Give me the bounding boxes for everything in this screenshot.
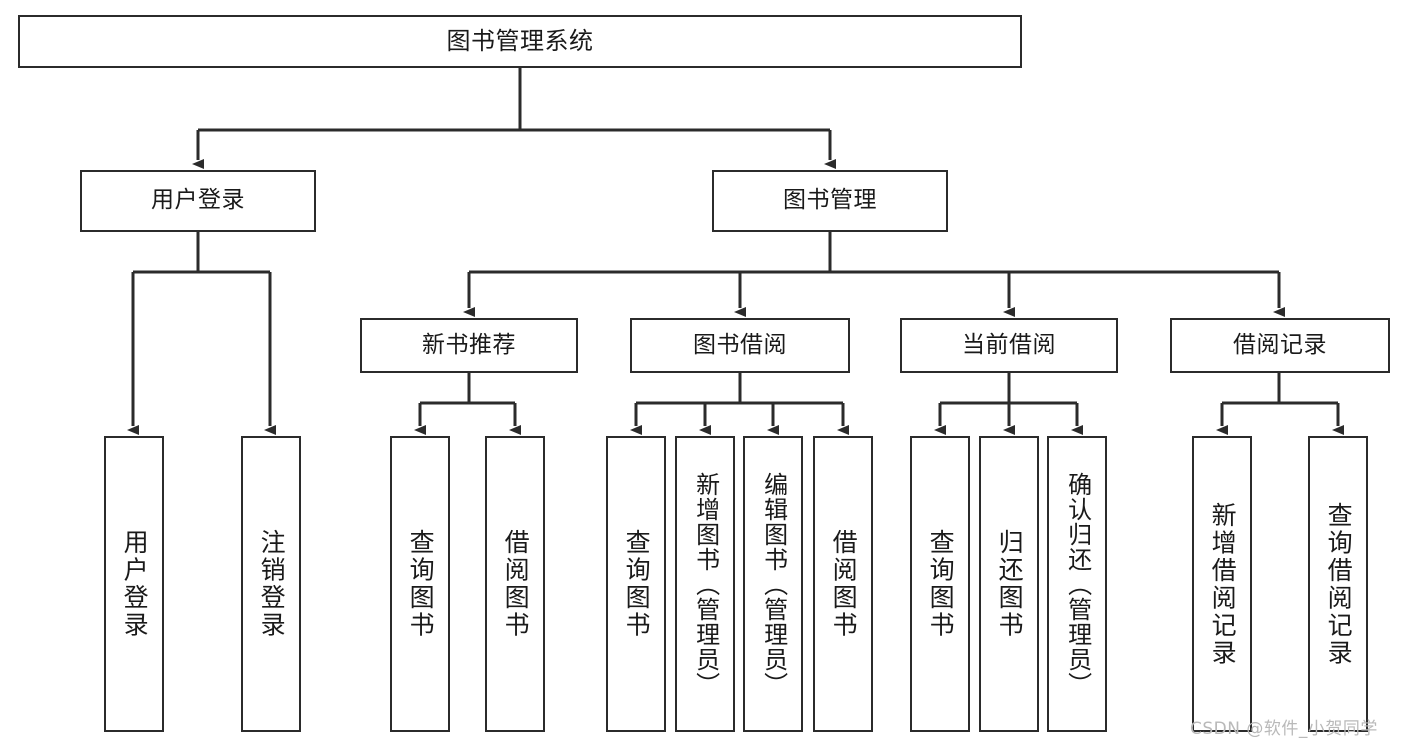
node-label: 借阅图书 <box>501 529 531 639</box>
node-leaf-record-add-borrow-record[interactable]: 新增借阅记录 <box>1192 436 1252 732</box>
node-label: 用户登录 <box>120 529 150 639</box>
node-leaf-newbook-borrow-book[interactable]: 借阅图书 <box>485 436 545 732</box>
node-label: 查询借阅记录 <box>1324 501 1354 667</box>
node-label: 图书管理 <box>783 187 877 214</box>
node-label: 借阅图书 <box>829 529 859 639</box>
node-leaf-borrow-add-book-admin[interactable]: 新增图书（管理员） <box>675 436 735 732</box>
node-label: 查询图书 <box>622 529 652 639</box>
node-label: 查询图书 <box>406 529 436 639</box>
node-label: 新增图书（管理员） <box>691 471 720 697</box>
node-leaf-current-confirm-return-admin[interactable]: 确认归还（管理员） <box>1047 436 1107 732</box>
node-label: 用户登录 <box>151 187 245 214</box>
node-leaf-borrow-query-book[interactable]: 查询图书 <box>606 436 666 732</box>
node-leaf-user-login[interactable]: 用户登录 <box>104 436 164 732</box>
node-borrow-record[interactable]: 借阅记录 <box>1170 318 1390 373</box>
node-leaf-user-logout[interactable]: 注销登录 <box>241 436 301 732</box>
node-current-borrow[interactable]: 当前借阅 <box>900 318 1118 373</box>
node-label: 归还图书 <box>995 529 1025 639</box>
node-book-management[interactable]: 图书管理 <box>712 170 948 232</box>
node-label: 图书借阅 <box>693 331 787 358</box>
node-label: 确认归还（管理员） <box>1063 471 1092 697</box>
node-label: 当前借阅 <box>962 331 1056 358</box>
node-book-borrow[interactable]: 图书借阅 <box>630 318 850 373</box>
node-leaf-current-return-book[interactable]: 归还图书 <box>979 436 1039 732</box>
node-label: 图书管理系统 <box>446 27 594 56</box>
node-label: 新书推荐 <box>422 331 516 358</box>
node-label: 借阅记录 <box>1233 331 1327 358</box>
node-leaf-newbook-query-book[interactable]: 查询图书 <box>390 436 450 732</box>
node-new-book-recommend[interactable]: 新书推荐 <box>360 318 578 373</box>
node-leaf-current-query-book[interactable]: 查询图书 <box>910 436 970 732</box>
node-label: 查询图书 <box>926 529 956 639</box>
node-root-book-management-system[interactable]: 图书管理系统 <box>18 15 1022 68</box>
node-leaf-record-query-borrow-record[interactable]: 查询借阅记录 <box>1308 436 1368 732</box>
node-leaf-borrow-edit-book-admin[interactable]: 编辑图书（管理员） <box>743 436 803 732</box>
csdn-watermark: CSDN @软件_小贺同学 <box>1190 719 1378 739</box>
node-label: 新增借阅记录 <box>1208 501 1238 667</box>
node-label: 注销登录 <box>257 529 287 639</box>
node-label: 编辑图书（管理员） <box>759 471 788 697</box>
node-user-login[interactable]: 用户登录 <box>80 170 316 232</box>
node-leaf-borrow-lend-book[interactable]: 借阅图书 <box>813 436 873 732</box>
